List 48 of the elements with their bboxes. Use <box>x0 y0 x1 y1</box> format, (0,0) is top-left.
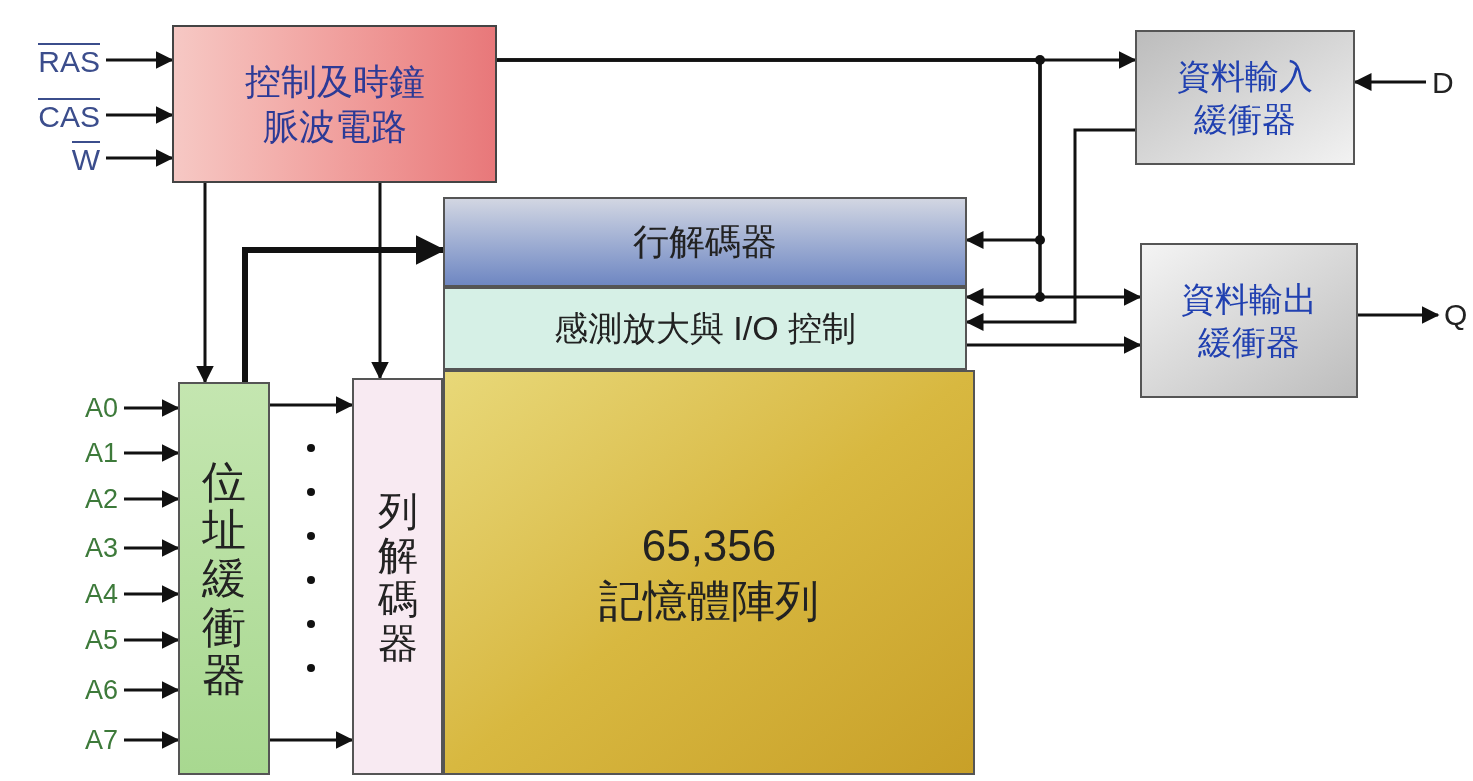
decoder-bar <box>443 197 967 287</box>
arrow <box>124 681 180 699</box>
arrow <box>270 396 354 414</box>
node-text: 控制及時鐘脈波電路 <box>243 60 426 149</box>
control-clock-box <box>172 25 497 183</box>
sense-amp-bar <box>443 287 967 370</box>
decoder-bar <box>352 378 443 775</box>
arrow <box>124 444 180 462</box>
memory-array-box <box>443 370 975 775</box>
arrow <box>124 585 180 603</box>
node-text: A3 <box>84 534 118 562</box>
arrow <box>106 51 174 69</box>
node-text: 65,356 <box>641 519 777 572</box>
node-text: 行解碼器 <box>633 220 777 264</box>
node-text: 位址緩衝器 <box>202 457 246 700</box>
address-buffer-box <box>178 382 270 775</box>
node-text: A1 <box>84 439 118 467</box>
arrow <box>196 183 214 384</box>
node-text: A6 <box>84 676 118 704</box>
node-text: A2 <box>84 485 118 513</box>
arrow <box>106 149 174 167</box>
arrow <box>124 631 180 649</box>
node-text: A7 <box>84 726 118 754</box>
arrow <box>124 731 180 749</box>
node-text: D <box>1432 68 1454 98</box>
node-text: W <box>71 141 100 175</box>
arrow <box>124 539 180 557</box>
node-text: 列解碼器 <box>377 488 418 665</box>
node-text: A5 <box>84 626 118 654</box>
buffer-box <box>1135 30 1355 165</box>
arrow <box>270 731 354 749</box>
node-text: 記憶體陣列 <box>599 574 819 627</box>
arrow <box>1358 306 1440 324</box>
arrow <box>124 399 180 417</box>
arrow <box>967 336 1142 354</box>
node-text: CAS <box>38 98 100 132</box>
arrow <box>106 106 174 124</box>
node-text: A4 <box>84 580 118 608</box>
arrow <box>497 58 1142 306</box>
arrow <box>371 183 389 380</box>
arrow <box>124 490 180 508</box>
node-text: Q <box>1444 300 1468 330</box>
node-text: 資料輸出緩衝器 <box>1180 279 1318 363</box>
node-text: A0 <box>84 394 118 422</box>
buffer-box <box>1140 243 1358 398</box>
node-text: RAS <box>38 43 100 77</box>
node-text: 感測放大與 I/O 控制 <box>553 308 857 349</box>
node-text: 資料輸入緩衝器 <box>1176 56 1314 140</box>
